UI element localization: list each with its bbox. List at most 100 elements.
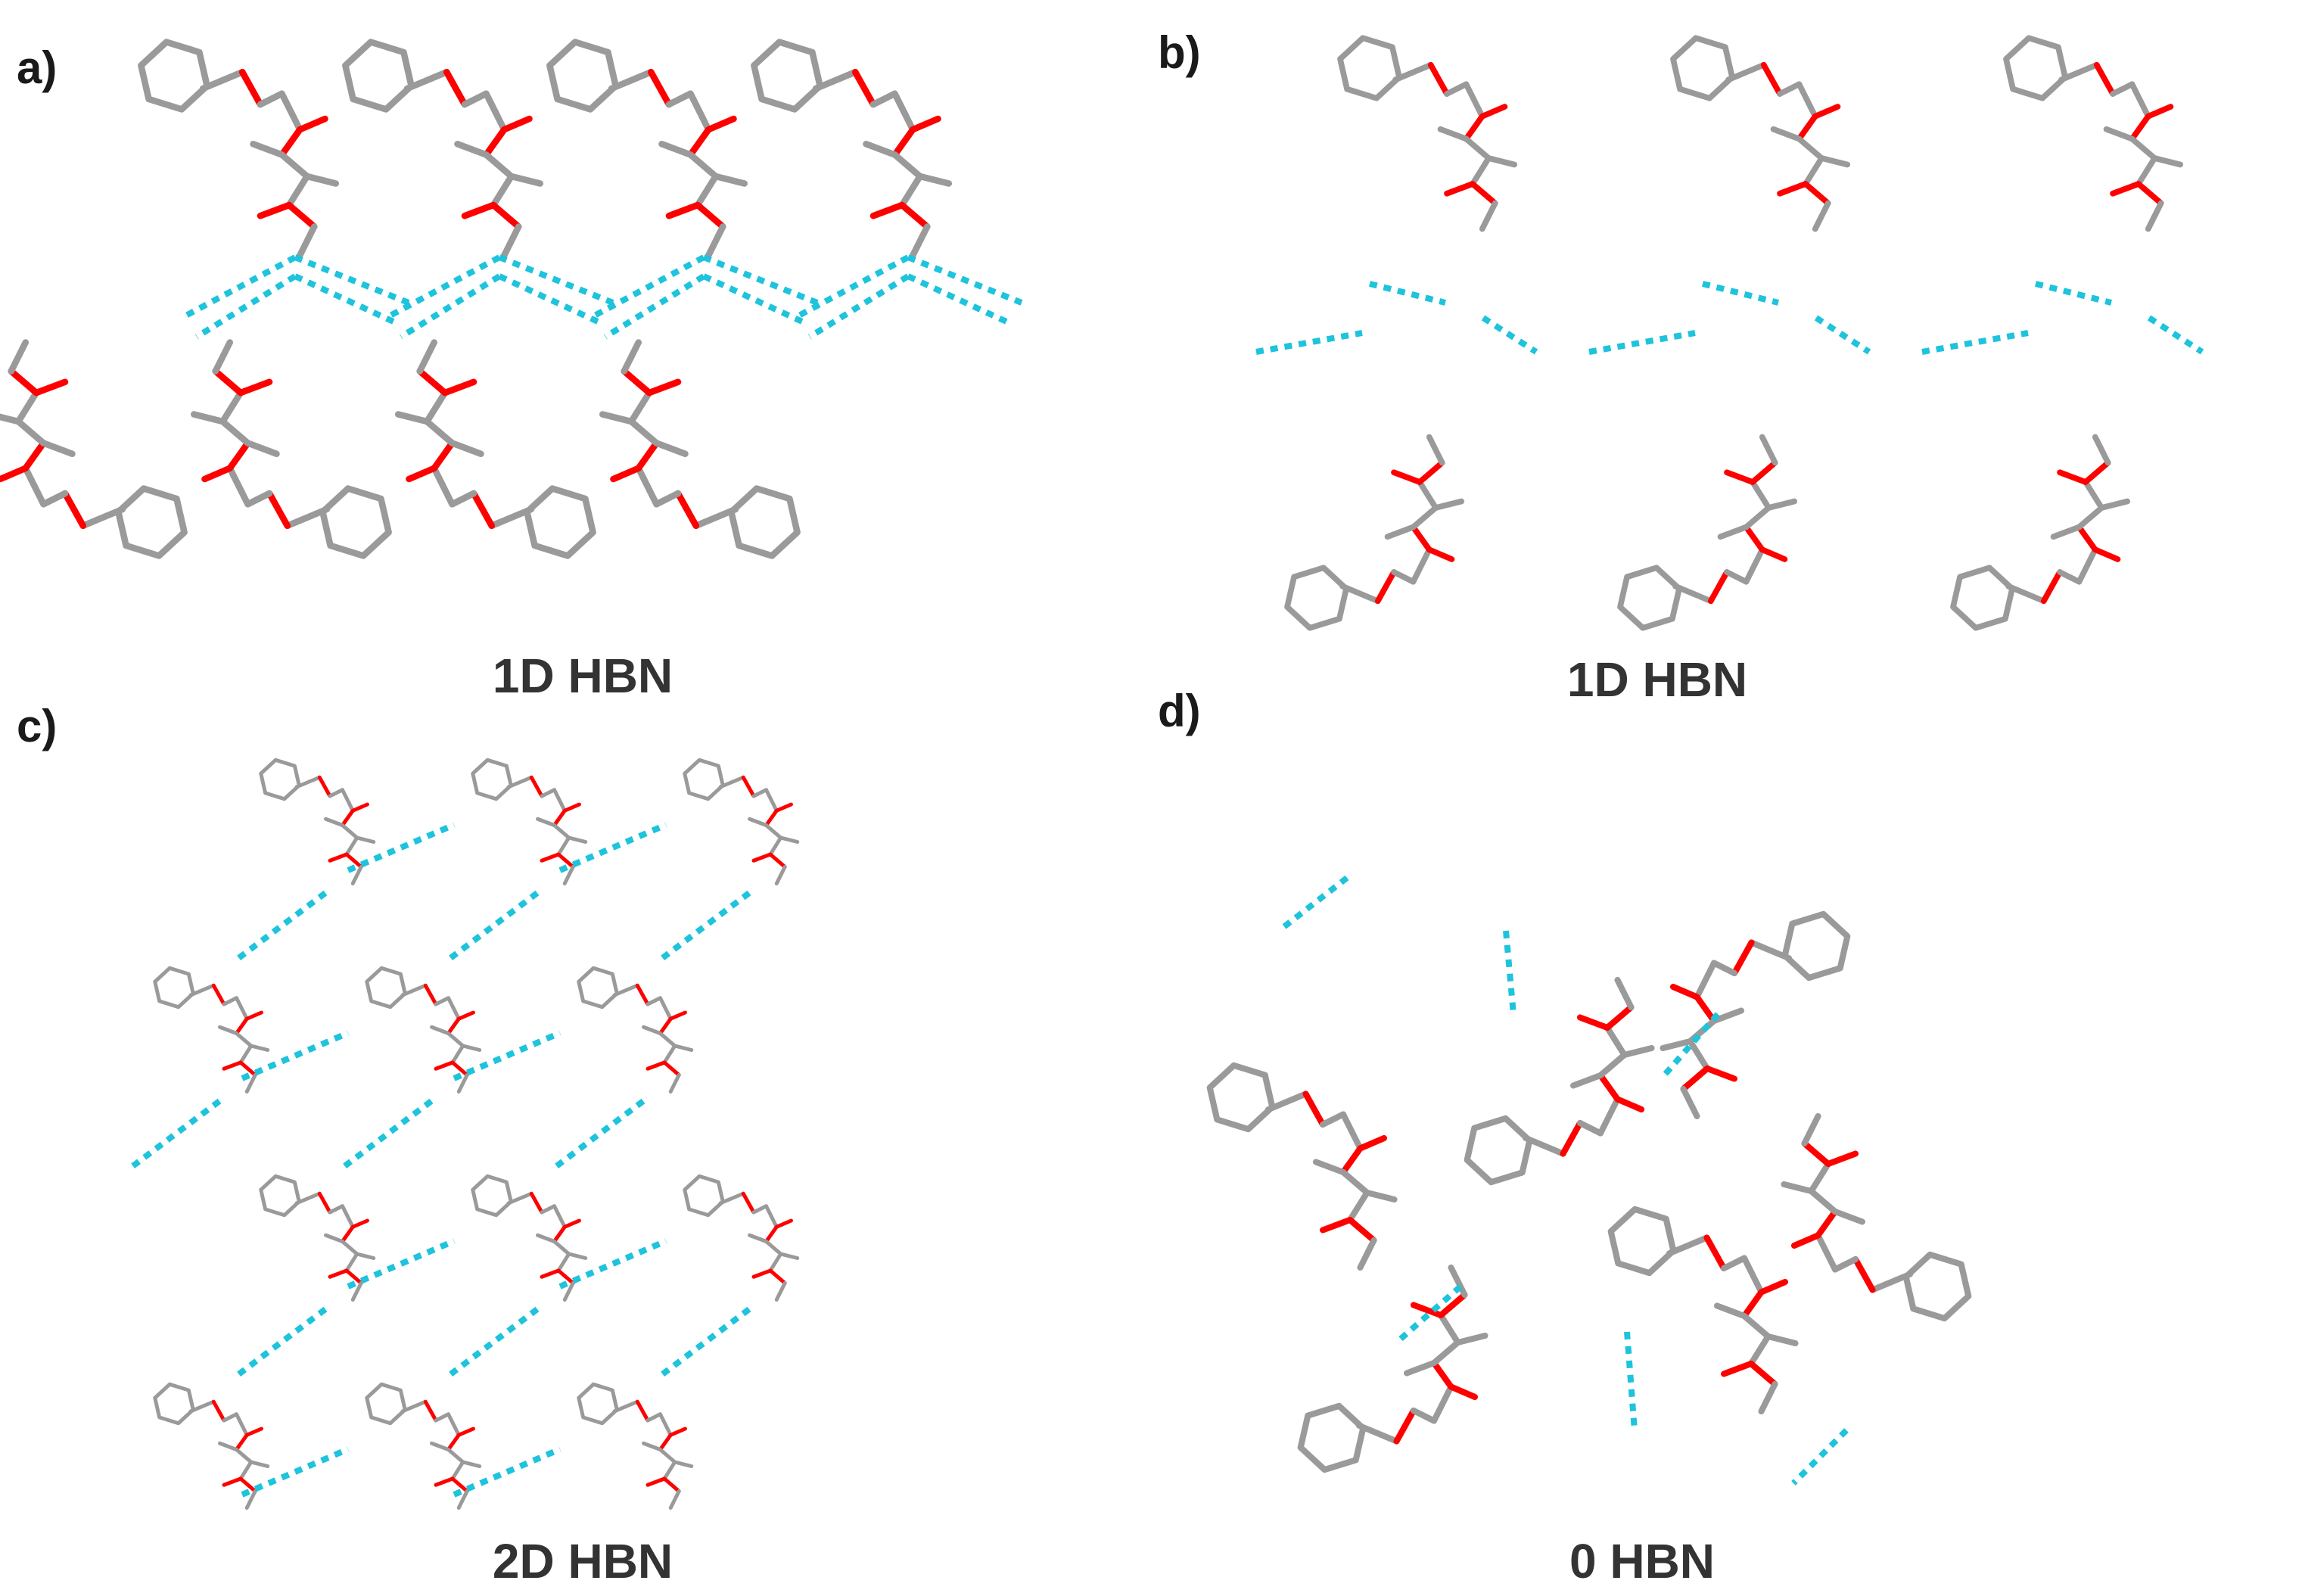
hydrogen-bond [1624, 1331, 1638, 1431]
oxygen-bond [296, 115, 328, 133]
oxygen-bond [751, 852, 773, 863]
carbon-bond [2129, 81, 2151, 120]
panel-label-a: a) [17, 42, 57, 93]
oxygen-bond [446, 1433, 461, 1451]
molecule [1284, 434, 1465, 631]
carbon-bond [490, 173, 515, 209]
phenyl-ring [115, 485, 188, 559]
hydrogen-bond [241, 1030, 350, 1081]
oxygen-bond [662, 1476, 681, 1493]
carbon-bond [2151, 155, 2184, 168]
oxygen-bond [645, 1476, 667, 1487]
carbon-bond [1437, 126, 1470, 142]
oxygen-bond [562, 802, 581, 813]
oxygen-bond [490, 201, 522, 230]
carbon-bond [250, 140, 285, 158]
oxygen-bond [1346, 1216, 1377, 1244]
oxygen-bond [741, 1191, 756, 1215]
carbon-bond [1710, 960, 1738, 977]
oxygen-bond [235, 1433, 249, 1451]
phenyl-ring [259, 1174, 301, 1218]
hydrogen-bond [384, 254, 501, 321]
oxygen-bond [1803, 181, 1831, 207]
carbon-bond [456, 1073, 469, 1094]
carbon-bond [244, 1489, 257, 1510]
phenyl-ring [728, 485, 801, 559]
panel-label-c: c) [17, 701, 57, 751]
carbon-bond [423, 389, 449, 425]
carbon-bond [898, 173, 924, 209]
carbon-bond [1710, 1007, 1745, 1025]
carbon-bond [244, 490, 273, 508]
carbon-bond [751, 788, 768, 798]
oxygen-bond [500, 115, 533, 133]
carbon-bond [2135, 155, 2158, 187]
carbon-bond [540, 1204, 556, 1215]
carbon-bond [1384, 524, 1417, 540]
oxygen-bond [741, 775, 756, 798]
carbon-bond [1479, 200, 1498, 232]
carbon-bond [278, 151, 311, 180]
hydrogen-bond [1814, 315, 1871, 355]
carbon-bond [1759, 434, 1778, 466]
carbon-bond [1660, 1038, 1694, 1052]
carbon-bond [658, 996, 673, 1021]
carbon-bond [692, 506, 739, 530]
oxygen-bond [1410, 1302, 1445, 1319]
molecule [1297, 1264, 1488, 1473]
oxygen-bond [1374, 569, 1397, 605]
carbon-bond [249, 1044, 270, 1052]
carbon-bond [506, 1191, 533, 1206]
oxygen-bond [1614, 1096, 1645, 1113]
carbon-bond [450, 1044, 465, 1065]
oxygen-bond [635, 440, 660, 472]
carbon-bond [1740, 1255, 1765, 1296]
carbon-bond [79, 506, 126, 530]
carbon-bond [869, 90, 898, 108]
carbon-bond [635, 465, 660, 508]
oxygen-bond [0, 465, 30, 483]
hydrogen-bond [338, 1098, 434, 1172]
carbon-bond [552, 823, 571, 840]
oxygen-bond [1796, 113, 1818, 142]
carbon-bond [212, 339, 234, 375]
oxygen-bond [645, 378, 682, 397]
phenyl-ring [683, 758, 725, 801]
carbon-bond [506, 775, 533, 789]
phenyl-ring [1670, 35, 1735, 101]
carbon-bond [705, 223, 726, 259]
carbon-bond [612, 1399, 639, 1414]
caption-d: 0 HBN [1569, 1534, 1715, 1588]
carbon-bond [653, 490, 682, 508]
carbon-bond [1463, 81, 1485, 120]
carbon-bond [500, 223, 522, 259]
carbon-bond [449, 490, 477, 508]
carbon-bond [552, 788, 567, 813]
carbon-bond [2050, 524, 2083, 540]
oxygen-bond [441, 378, 477, 397]
carbon-bond [1569, 1072, 1604, 1089]
carbon-bond [552, 1240, 571, 1256]
oxygen-bond [1426, 546, 1455, 562]
carbon-bond [1444, 81, 1470, 97]
carbon-bond [341, 823, 359, 840]
phenyl-ring [471, 758, 513, 801]
hydrogen-bond [294, 273, 395, 325]
carbon-bond [219, 389, 244, 425]
hydrogen-bond [907, 273, 1008, 325]
carbon-bond [450, 1460, 465, 1481]
oxygen-bond [1597, 1072, 1621, 1103]
carbon-bond [1740, 1312, 1772, 1340]
carbon-bond [764, 1240, 783, 1256]
oxygen-bond [1724, 469, 1756, 485]
oxygen-bond [529, 775, 544, 798]
molecule [1464, 976, 1655, 1186]
carbon-bond [350, 865, 363, 885]
hydrogen-bond [807, 273, 910, 340]
carbon-bond [461, 1460, 482, 1468]
carbon-bond [687, 90, 712, 133]
oxygen-bond [1707, 569, 1730, 605]
oxygen-bond [434, 1060, 455, 1071]
carbon-bond [1808, 1187, 1839, 1215]
carbon-bond [567, 1252, 588, 1260]
